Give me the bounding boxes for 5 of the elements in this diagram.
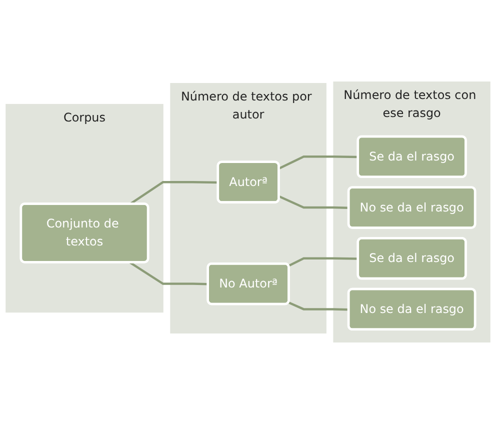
connector [288, 257, 358, 267]
connector [278, 156, 358, 170]
connector [278, 195, 349, 209]
connector [129, 262, 208, 286]
connector [288, 301, 349, 311]
